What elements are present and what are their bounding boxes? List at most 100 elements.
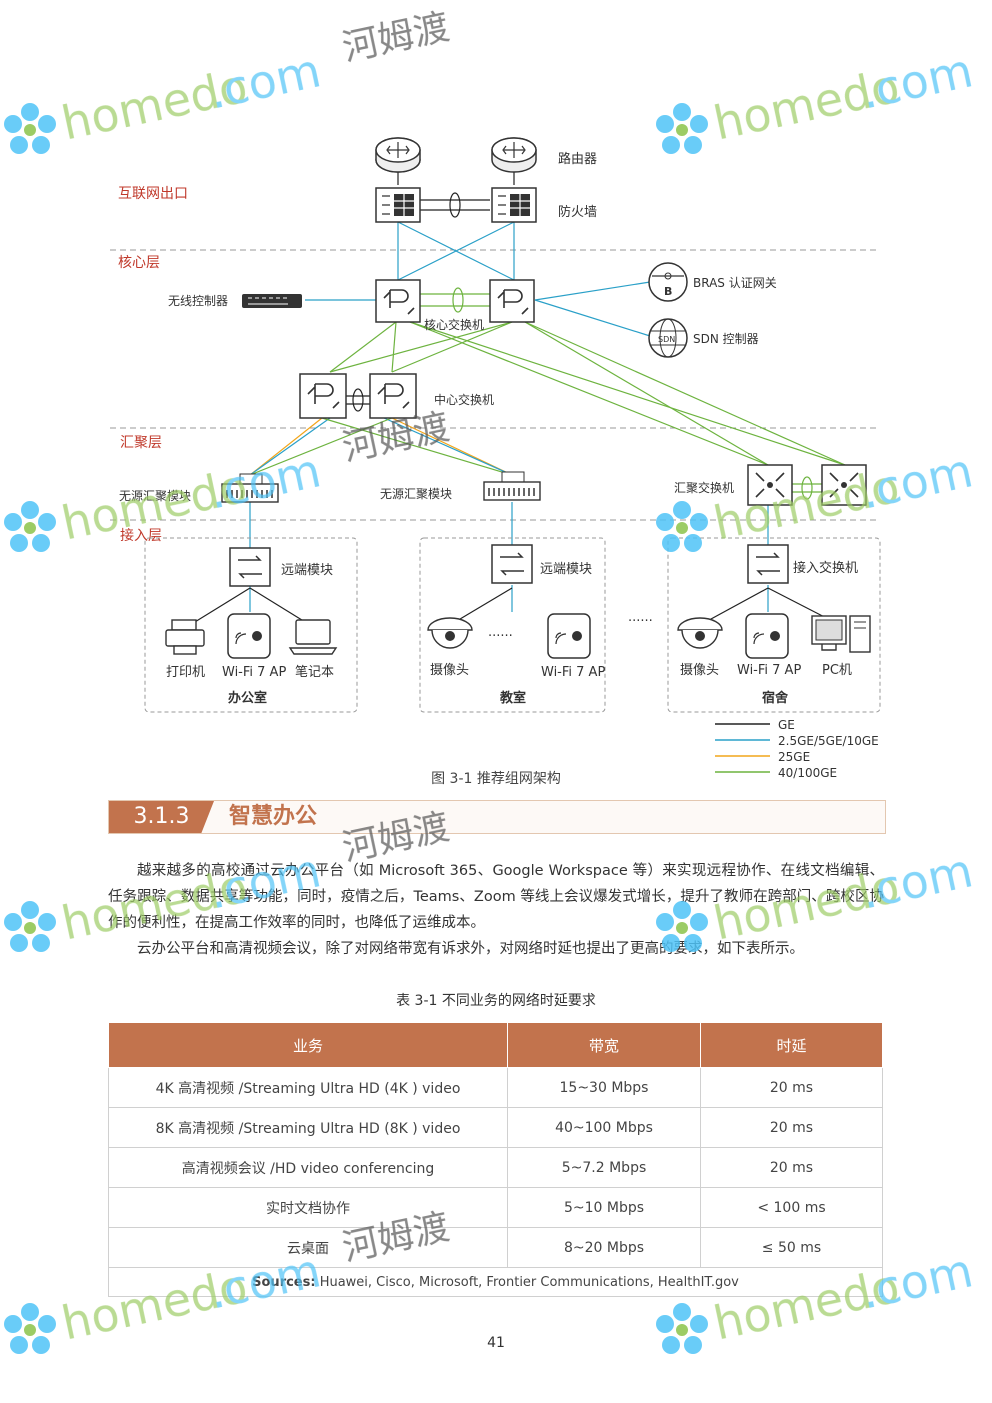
dots-1: ······ (488, 629, 513, 644)
wifi-ap-label-1: Wi-Fi 7 AP (222, 665, 286, 680)
layer-core: 核心层 (118, 255, 160, 271)
header-latency: 时延 (700, 1022, 883, 1068)
camera-icon (677, 617, 723, 649)
table-row: 实时文档协作 5~10 Mbps < 100 ms (108, 1187, 883, 1228)
sdn-badge: SDN (658, 335, 675, 344)
table-caption: 表 3-1 不同业务的网络时延要求 (396, 993, 596, 1009)
access-switch-icon (747, 544, 789, 584)
table-row: 4K 高清视频 /Streaming Ultra HD (4K ) video … (108, 1067, 883, 1108)
router-icon (375, 137, 421, 173)
classroom-label: 教室 (499, 690, 526, 706)
router-label: 路由器 (558, 151, 597, 167)
cell-bandwidth: 5~10 Mbps (507, 1187, 701, 1228)
bras-badge: B (664, 285, 672, 298)
cell-latency: 20 ms (700, 1067, 883, 1108)
aggregation-switch-icon (747, 464, 793, 506)
core-switch-icon (375, 279, 421, 323)
firewall-icon (375, 187, 421, 223)
links-10ge (249, 221, 769, 612)
wireless-controller-icon (242, 294, 302, 308)
layer-separators (110, 249, 880, 521)
cell-bandwidth: 15~30 Mbps (507, 1067, 701, 1108)
firewall-icon (491, 187, 537, 223)
layer-access: 接入层 (120, 527, 162, 544)
paragraph-2: 云办公平台和高清视频会议，除了对网络带宽有诉求外，对网络时延也提出了更高的要求，… (137, 941, 804, 957)
cell-latency: < 100 ms (700, 1187, 883, 1228)
camera-label-1: 摄像头 (430, 663, 469, 678)
table-row: 高清视频会议 /HD video conferencing 5~7.2 Mbps… (108, 1147, 883, 1188)
center-switch-icon (299, 373, 347, 419)
link-aggregation-marks (352, 192, 813, 500)
wifi-ap-label-2: Wi-Fi 7 AP (541, 665, 605, 680)
cell-service: 高清视频会议 /HD video conferencing (108, 1147, 508, 1188)
table-header-row: 业务 带宽 时延 (108, 1022, 883, 1068)
passive-module-label-2: 无源汇聚模块 (380, 487, 452, 501)
sdn-controller-icon: SDN (648, 318, 688, 358)
layer-aggregation: 汇聚层 (120, 435, 162, 451)
cell-latency: ≤ 50 ms (700, 1227, 883, 1268)
core-switch-label: 核心交换机 (424, 317, 484, 332)
camera-icon (427, 617, 473, 649)
cell-bandwidth: 5~7.2 Mbps (507, 1147, 701, 1188)
remote-module-icon (491, 544, 533, 584)
page-number: 41 (487, 1335, 505, 1351)
aggregation-switch-icon (821, 464, 867, 506)
legend-label-100ge: 40/100GE (778, 766, 837, 780)
cell-bandwidth: 40~100 Mbps (507, 1107, 701, 1148)
header-bandwidth: 带宽 (507, 1022, 701, 1068)
layer-internet: 互联网出口 (118, 186, 188, 202)
section-number: 3.1.3 (109, 801, 214, 833)
core-switch-icon (489, 279, 535, 323)
access-switch-label: 接入交换机 (793, 560, 858, 576)
table-source: Sources: Huawei, Cisco, Microsoft, Front… (108, 1267, 883, 1297)
pc-label: PC机 (822, 663, 852, 678)
table-row: 云桌面 8~20 Mbps ≤ 50 ms (108, 1227, 883, 1268)
legend-label-10ge: 2.5GE/5GE/10GE (778, 734, 879, 748)
cell-service: 8K 高清视频 /Streaming Ultra HD (8K ) video (108, 1107, 508, 1148)
cell-bandwidth: 8~20 Mbps (507, 1227, 701, 1268)
passive-module-label-1: 无源汇聚模块 (119, 489, 191, 503)
source-text: Huawei, Cisco, Microsoft, Frontier Commu… (315, 1274, 739, 1290)
wifi-ap-icon (745, 613, 789, 659)
remote-module-icon (229, 547, 271, 587)
cell-latency: 20 ms (700, 1147, 883, 1188)
table-row: 8K 高清视频 /Streaming Ultra HD (8K ) video … (108, 1107, 883, 1148)
bras-gateway-icon: B (648, 262, 688, 302)
center-switch-icon (369, 373, 417, 419)
laptop-label: 笔记本 (295, 664, 334, 680)
pc-icon (811, 615, 871, 653)
dorm-label: 宿舍 (762, 690, 789, 706)
access-zones (144, 537, 881, 713)
router-icon (491, 137, 537, 173)
printer-icon (165, 619, 205, 655)
latency-table: 业务 带宽 时延 4K 高清视频 /Streaming Ultra HD (4K… (108, 1022, 883, 1297)
dots-2: ······ (628, 614, 653, 629)
firewall-label: 防火墙 (558, 204, 597, 220)
cell-service: 实时文档协作 (108, 1187, 508, 1228)
camera-label-2: 摄像头 (680, 663, 719, 678)
legend-label-25ge: 25GE (778, 750, 810, 764)
header-service: 业务 (108, 1022, 508, 1068)
table-source-row: Sources: Huawei, Cisco, Microsoft, Front… (108, 1267, 883, 1297)
remote-module-label-1: 远端模块 (281, 563, 333, 578)
paragraph-1: 越来越多的高校通过云办公平台（如 Microsoft 365、Google Wo… (108, 863, 884, 931)
section-header: 3.1.3 智慧办公 (108, 800, 886, 834)
passive-module-icon (483, 471, 541, 501)
network-architecture-diagram: 互联网出口 核心层 汇聚层 接入层 (110, 137, 881, 780)
cell-latency: 20 ms (700, 1107, 883, 1148)
legend-label-ge: GE (778, 718, 795, 732)
links-100ge (329, 293, 846, 493)
cell-service: 4K 高清视频 /Streaming Ultra HD (4K ) video (108, 1067, 508, 1108)
source-label: Sources: (252, 1274, 316, 1290)
remote-module-label-2: 远端模块 (540, 562, 592, 577)
cell-service: 云桌面 (108, 1227, 508, 1268)
legend: GE 2.5GE/5GE/10GE 25GE 40/100GE (715, 718, 879, 780)
passive-module-icon (221, 473, 279, 503)
wifi-ap-icon (227, 613, 271, 659)
aggregation-switch-label: 汇聚交换机 (674, 480, 734, 495)
bras-label: BRAS 认证网关 (693, 276, 777, 290)
printer-label: 打印机 (166, 665, 205, 680)
figure-caption: 图 3-1 推荐组网架构 (431, 771, 561, 787)
office-label: 办公室 (228, 690, 267, 706)
wifi-ap-label-3: Wi-Fi 7 AP (737, 663, 801, 678)
